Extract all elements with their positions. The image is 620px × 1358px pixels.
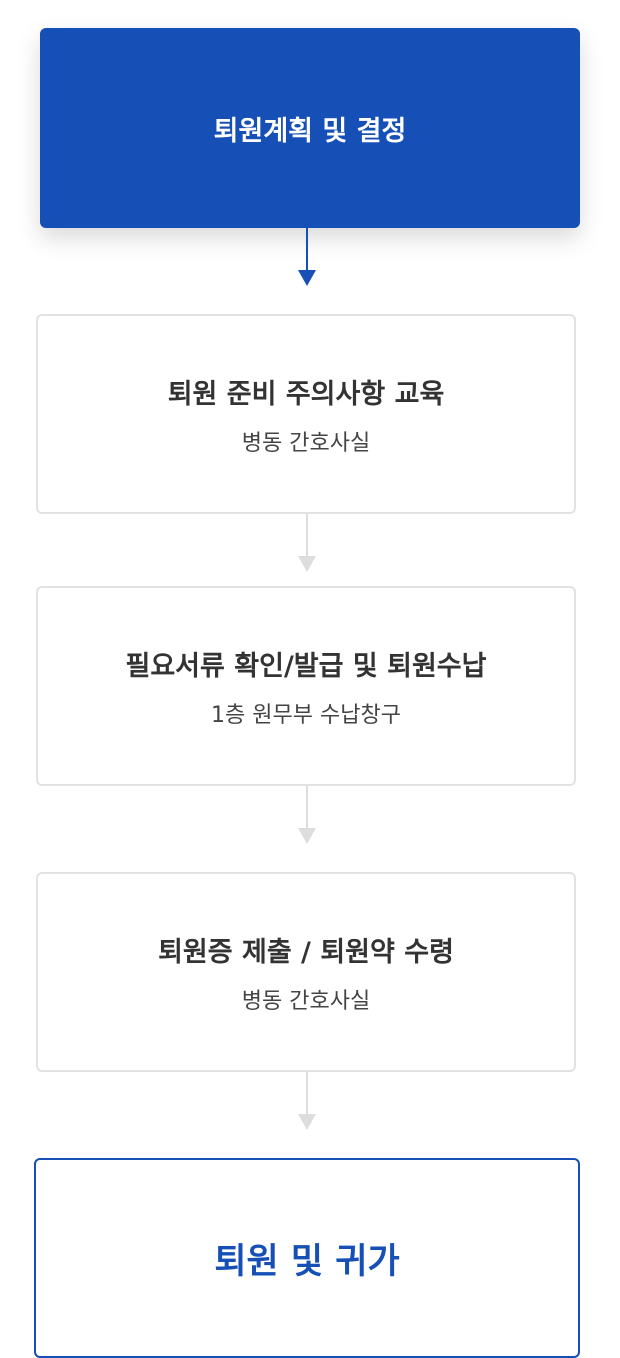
step-title: 퇴원증 제출 / 퇴원약 수령 [158,936,454,968]
arrow-down-icon [298,1072,316,1130]
arrow-down-icon [298,514,316,572]
step-title: 필요서류 확인/발급 및 퇴원수납 [125,650,487,682]
step-location: 1층 원무부 수납창구 [211,702,401,728]
step-discharge-home: 퇴원 및 귀가 [34,1158,580,1358]
step-location: 병동 간호사실 [241,430,371,456]
step-title: 퇴원 준비 주의사항 교육 [167,378,445,410]
step-documents-payment: 필요서류 확인/발급 및 퇴원수납 1층 원무부 수납창구 [36,586,576,786]
arrow-down-icon [298,786,316,844]
step-location: 병동 간호사실 [241,988,371,1014]
step-title: 퇴원계획 및 결정 [213,115,407,147]
step-discharge-plan: 퇴원계획 및 결정 [40,28,580,228]
step-title: 퇴원 및 귀가 [214,1241,400,1282]
arrow-down-icon [298,228,316,286]
